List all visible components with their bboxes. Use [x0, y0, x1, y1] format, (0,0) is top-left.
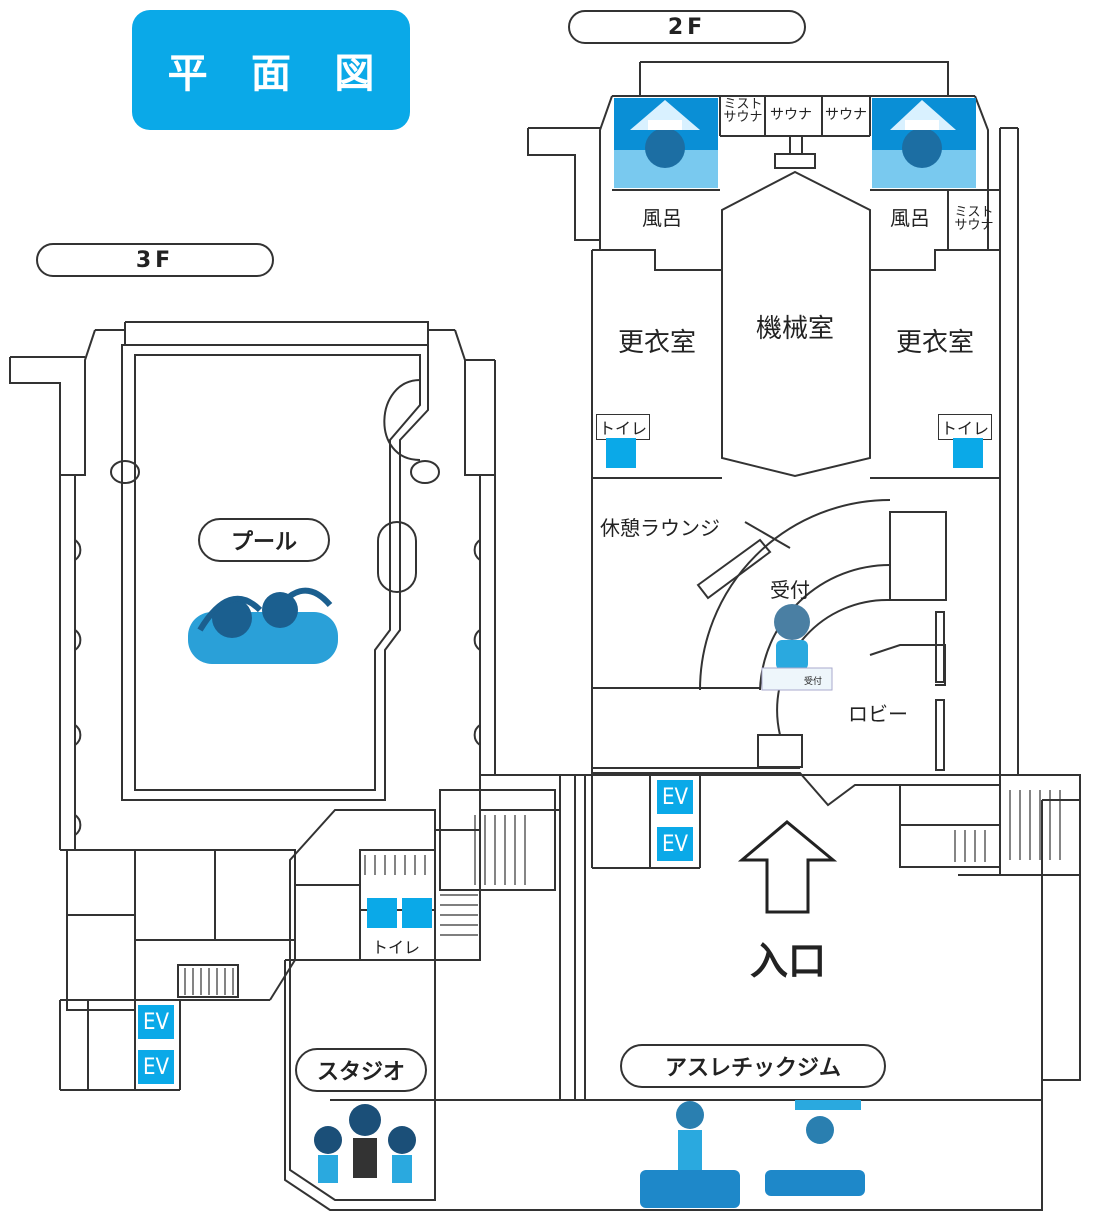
bath-left-label: 風呂 [642, 206, 682, 230]
female-toilet-icon-3f [402, 898, 432, 928]
mist-sauna-right-line2: サウナ [954, 218, 994, 233]
reception-sign-label: 受付 [804, 677, 823, 687]
title-char-1: 平 [167, 51, 208, 97]
floor-label-3f: 3F [36, 243, 274, 277]
dancer-illustration [314, 1104, 416, 1183]
sauna-1-label: サウナ [770, 107, 812, 123]
mist-sauna-top-line1: ミスト [723, 97, 763, 112]
swimmer-illustration [188, 587, 338, 664]
receptionist-illustration [761, 604, 833, 691]
entrance-arrow-icon [737, 820, 838, 914]
ev-3f-2: EV [138, 1050, 174, 1084]
bath-illustration [614, 98, 718, 188]
machine-room-label: 機械室 [756, 314, 835, 344]
mist-sauna-top-line2: サウナ [723, 110, 763, 125]
mist-sauna-top-label: ミスト サウナ [722, 98, 764, 124]
lobby-label: ロビー [848, 702, 908, 726]
ev-3f-1: EV [138, 1005, 174, 1039]
male-toilet-icon-3f [367, 898, 397, 928]
lounge-label: 休憩ラウンジ [600, 516, 720, 540]
locker-left-label: 更衣室 [618, 328, 697, 358]
floor-2f-walls [527, 61, 1081, 876]
locker-right-label: 更衣室 [896, 328, 975, 358]
map-title: 平 面 図 [132, 10, 410, 130]
toilet-right-label: トイレ [938, 414, 993, 440]
toilet-left-label: トイレ [596, 414, 651, 440]
mist-sauna-right-line1: ミスト [954, 205, 994, 220]
sauna-2-label: サウナ [825, 107, 867, 123]
ev-2f-2: EV [657, 827, 693, 861]
gym-illustration [640, 1100, 865, 1208]
mist-sauna-right-label: ミスト サウナ [952, 206, 996, 232]
pool-label: プール [198, 518, 330, 562]
male-toilet-icon [606, 438, 636, 468]
floor-3f-walls [9, 321, 1081, 1211]
gym-label: アスレチックジム [620, 1044, 886, 1088]
studio-label: スタジオ [295, 1048, 427, 1092]
bath-illustration-right [872, 98, 976, 188]
bath-right-label: 風呂 [890, 206, 930, 230]
ev-2f-1: EV [657, 780, 693, 814]
female-toilet-icon [953, 438, 983, 468]
title-char-2: 面 [250, 51, 291, 97]
floor-label-2f: 2F [568, 10, 806, 44]
title-char-3: 図 [334, 51, 375, 97]
reception-label: 受付 [770, 578, 810, 602]
entrance-label: 入口 [750, 939, 827, 983]
toilet-3f-label: トイレ [372, 938, 421, 957]
